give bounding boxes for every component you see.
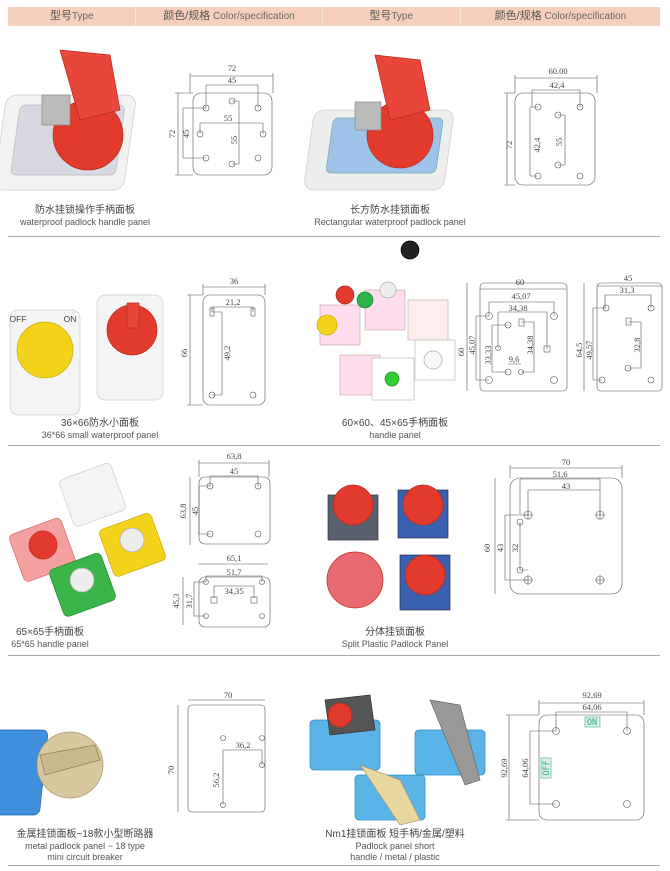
dimension-drawing-split-panel xyxy=(494,465,623,595)
row-divider xyxy=(8,865,660,866)
dim-label: 45 xyxy=(624,273,633,283)
dim-label: 60 xyxy=(456,348,466,357)
on-marking: ON xyxy=(587,718,597,728)
dim-label: 34,35 xyxy=(224,586,243,596)
dim-label: 63,8 xyxy=(227,451,242,461)
dim-label: 32 xyxy=(510,544,520,553)
dim-label: 49,2 xyxy=(222,346,232,361)
product-image-metal-panel xyxy=(0,729,104,816)
dim-label: 70 xyxy=(224,690,233,700)
dim-label: 45 xyxy=(190,507,200,516)
mounting-hole xyxy=(196,97,267,168)
dim-label: 45,07 xyxy=(467,335,477,354)
dim-label: 70 xyxy=(166,766,176,775)
dim-label: 21,2 xyxy=(226,297,241,307)
dim-label: 34,38 xyxy=(525,335,535,354)
dim-label: 72 xyxy=(228,63,237,73)
row-divider xyxy=(8,236,660,237)
dim-label: 51,7 xyxy=(227,567,242,577)
dim-label: 60 xyxy=(482,544,492,553)
dim-label: 45 xyxy=(230,466,239,476)
dim-label: 34,38 xyxy=(508,303,527,313)
dim-label: 56,2 xyxy=(211,773,221,788)
dim-label: 66 xyxy=(179,349,189,358)
table-header: 型号Type 颜色/规格 Color/specification 型号Type … xyxy=(8,7,660,26)
off-label: OFF xyxy=(10,314,27,324)
dim-label: 45 xyxy=(181,130,191,139)
dim-label: 49,57 xyxy=(584,340,594,359)
product-image-split-panel xyxy=(326,484,451,611)
dimension-drawing-small-waterproof xyxy=(187,284,266,406)
dim-label: 45,07 xyxy=(511,291,530,301)
header-type: 型号Type xyxy=(323,7,461,26)
dim-label: 64,06 xyxy=(520,758,530,777)
header-type: 型号Type xyxy=(8,7,137,26)
dim-label: 45,3 xyxy=(171,594,181,609)
dim-label: 72 xyxy=(504,141,514,150)
dimension-drawing-60x60-panel xyxy=(466,282,663,392)
dim-label: 51,6 xyxy=(553,469,568,479)
on-label: ON xyxy=(64,314,77,324)
product-image-small-waterproof xyxy=(9,294,164,416)
dimension-drawing-rectangular-panel xyxy=(504,75,598,186)
dim-label: 55 xyxy=(554,138,564,147)
header-spec: 颜色/规格 Color/specification xyxy=(136,7,323,26)
dim-label: 33,33 xyxy=(483,345,493,364)
dim-label: 55 xyxy=(229,136,239,145)
dim-label: 31,7 xyxy=(184,594,194,609)
dim-label: 63,8 xyxy=(178,504,188,519)
product-image-nm1-panel xyxy=(309,694,486,826)
dim-label: 42,4 xyxy=(532,137,542,153)
dim-label: 55 xyxy=(224,113,233,123)
row-divider xyxy=(8,445,660,446)
dimension-drawing-65x65-panel xyxy=(182,460,271,628)
dim-label: 42,4 xyxy=(550,80,566,90)
dim-label: 43 xyxy=(495,544,505,553)
product-image-rectangular-panel xyxy=(304,54,454,191)
dim-label: 92,69 xyxy=(499,758,509,777)
dim-label: 72 xyxy=(167,130,177,139)
header-spec: 颜色/规格 Color/specification xyxy=(494,10,627,22)
dimension-drawing-nm1-panel xyxy=(506,700,645,821)
dim-label: 60.00 xyxy=(548,66,567,76)
dim-label: 45 xyxy=(228,75,237,85)
dim-label: 31,3 xyxy=(620,285,635,295)
dim-label: 65,1 xyxy=(227,553,242,563)
dim-label: 64,5 xyxy=(574,343,584,358)
dim-label: 43 xyxy=(562,481,571,491)
dim-label: 92,69 xyxy=(582,690,601,700)
off-marking: OFF xyxy=(542,760,552,775)
dim-label: 9,6 xyxy=(509,354,520,364)
dim-label: 60 xyxy=(516,277,525,287)
dim-label: 64,06 xyxy=(582,702,601,712)
dimension-drawing-waterproof-handle xyxy=(175,73,274,176)
row-divider xyxy=(8,655,660,656)
product-image-65-handle xyxy=(9,462,166,617)
product-image-handle-panels xyxy=(316,240,456,401)
dim-label: 70 xyxy=(562,457,571,467)
product-image-waterproof-handle xyxy=(0,49,136,191)
dim-label: 36 xyxy=(230,276,239,286)
dim-label: 32,8 xyxy=(632,338,642,353)
dimension-drawing-metal-panel xyxy=(177,699,266,813)
dim-label: 36,2 xyxy=(236,740,251,750)
